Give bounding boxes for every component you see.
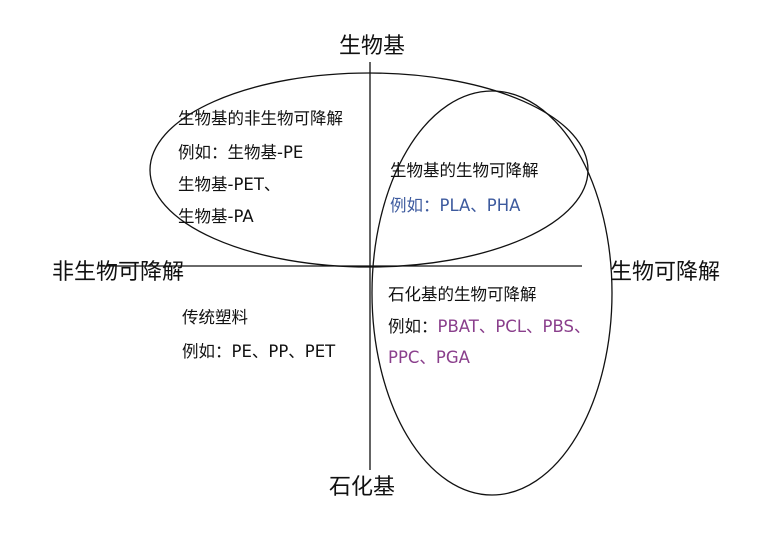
quadrant-title: 生物基的生物可降解 <box>390 161 539 180</box>
example-prefix: 例如： <box>390 196 440 215</box>
axis-label-left: 非生物可降解 <box>52 260 184 285</box>
quadrant-traditional: 传统塑料 例如：PE、PP、PET <box>182 308 336 361</box>
example-line: 例如：PBAT、PCL、PBS、 <box>388 317 590 336</box>
axis-label-bottom: 石化基 <box>329 475 395 500</box>
quadrant-title: 石化基的生物可降解 <box>388 285 537 304</box>
example-text: PE、PP、PET <box>232 342 337 361</box>
biodegradable-ellipse <box>371 90 613 496</box>
example-line: PPC、PGA <box>388 348 471 367</box>
example-text: 生物基-PE <box>228 143 304 162</box>
bio-based-ellipse <box>149 72 589 268</box>
quadrant-petro-biodegradable: 石化基的生物可降解 例如：PBAT、PCL、PBS、 PPC、PGA <box>388 285 590 367</box>
quadrant-title: 生物基的非生物可降解 <box>178 109 343 128</box>
quadrant-bio-nonbiodegradable: 生物基的非生物可降解 例如：生物基-PE 生物基-PET、 生物基-PA <box>178 109 343 226</box>
quadrant-title: 传统塑料 <box>182 308 248 327</box>
example-text: PBAT、PCL、PBS、 <box>438 317 591 336</box>
quadrant-bio-biodegradable: 生物基的生物可降解 例如：PLA、PHA <box>390 161 539 215</box>
example-text: PLA、PHA <box>440 196 522 215</box>
example-line: 生物基-PA <box>178 207 254 226</box>
axis-label-right: 生物可降解 <box>610 260 720 285</box>
example-line: 例如：生物基-PE <box>178 143 303 162</box>
example-line: 例如：PE、PP、PET <box>182 342 336 361</box>
example-line: 例如：PLA、PHA <box>390 196 521 215</box>
example-line: 生物基-PET、 <box>178 175 280 194</box>
axis-label-top: 生物基 <box>339 34 405 59</box>
example-prefix: 例如： <box>178 143 228 162</box>
example-prefix: 例如： <box>182 342 232 361</box>
example-prefix: 例如： <box>388 317 438 336</box>
